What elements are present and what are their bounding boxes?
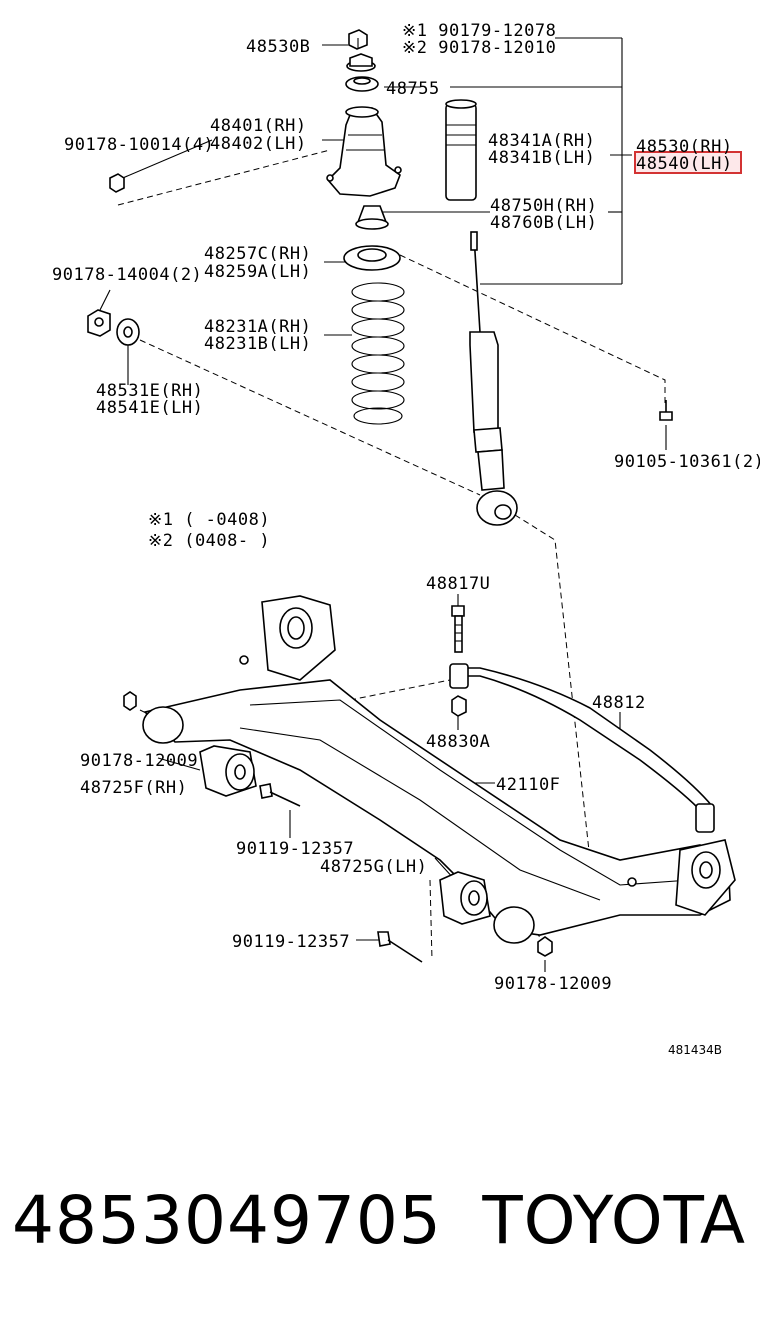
part-number: 4853049705 — [12, 1182, 442, 1259]
label-48530: 48530(RH) — [636, 137, 733, 157]
label-48341b: 48341B(LH) — [488, 148, 595, 168]
bushing-90178-14004 — [87, 309, 111, 337]
upper-nut — [348, 29, 368, 50]
washer-48530b — [346, 53, 376, 72]
parts-diagram: ※1 90179-12078 ※2 90178-12010 48530B 487… — [52, 21, 760, 1057]
stabilizer-bar-48812 — [449, 663, 715, 833]
bump-stopper-48341 — [445, 99, 477, 201]
cushion-48531e — [116, 318, 140, 346]
spring-insulator-48257c — [343, 245, 401, 271]
label-90178-14004: 90178-14004(2) — [52, 265, 202, 285]
label-48341a: 48341A(RH) — [488, 131, 595, 151]
label-48725g: 48725G(LH) — [320, 857, 427, 877]
label-48402: 48402(LH) — [210, 134, 307, 154]
label-90119-12357-lh: 90119-12357 — [232, 932, 350, 952]
label-note-1-part: ※1 90179-12078 — [402, 21, 556, 41]
coil-spring-48231 — [351, 282, 405, 425]
shock-absorber-48530 — [469, 231, 518, 526]
bolt-48817u — [451, 605, 465, 653]
label-48259a: 48259A(LH) — [204, 262, 311, 282]
label-note-2-range: ※2 (0408- ) — [148, 531, 270, 551]
label-48750h: 48750H(RH) — [490, 196, 597, 216]
bolt-90119-12357-rh — [259, 783, 301, 807]
bearing-48755 — [345, 76, 379, 92]
nut-90178-10014 — [109, 173, 125, 193]
diagram-code: 481434B — [668, 1043, 722, 1057]
brand-name: TOYOTA — [482, 1182, 746, 1259]
label-48401: 48401(RH) — [210, 116, 307, 136]
bushing-48725g — [439, 871, 491, 925]
nut-90178-12009-lh — [537, 936, 553, 957]
label-90178-12009-rh: 90178-12009 — [80, 751, 198, 771]
bushing-48725f — [199, 745, 257, 797]
label-note-2-part: ※2 90178-12010 — [402, 38, 556, 58]
label-48817u: 48817U — [426, 574, 490, 594]
highlight-box — [634, 151, 742, 174]
label-48231a: 48231A(RH) — [204, 317, 311, 337]
nut-90178-12009-rh — [123, 691, 137, 711]
bolt-90105-10361 — [659, 400, 673, 421]
label-90105-10361: 90105-10361(2) — [614, 452, 760, 472]
label-48830a: 48830A — [426, 732, 490, 752]
bolt-90119-12357-lh — [377, 931, 423, 963]
label-90178-10014: 90178-10014(4) — [64, 135, 214, 155]
label-48531e: 48531E(RH) — [96, 381, 203, 401]
axle-beam-42110f — [142, 595, 736, 944]
nut-48830a — [451, 695, 467, 717]
support-48401 — [326, 106, 402, 197]
label-48530b: 48530B — [246, 37, 310, 57]
label-note-1-range: ※1 ( -0408) — [148, 510, 270, 530]
label-48812: 48812 — [592, 693, 646, 713]
label-90178-12009-lh: 90178-12009 — [494, 974, 612, 994]
label-48540: 48540(LH) — [636, 154, 733, 174]
label-48257c: 48257C(RH) — [204, 244, 311, 264]
label-42110f: 42110F — [496, 775, 560, 795]
label-48231b: 48231B(LH) — [204, 334, 311, 354]
label-48760b: 48760B(LH) — [490, 213, 597, 233]
label-48725f: 48725F(RH) — [80, 778, 187, 798]
insulator-48750h — [355, 205, 389, 230]
part-labels: ※1 90179-12078 ※2 90178-12010 48530B 487… — [52, 21, 760, 1057]
label-90119-12357-rh: 90119-12357 — [236, 839, 354, 859]
label-48755: 48755 — [386, 79, 440, 99]
label-48541e: 48541E(LH) — [96, 398, 203, 418]
